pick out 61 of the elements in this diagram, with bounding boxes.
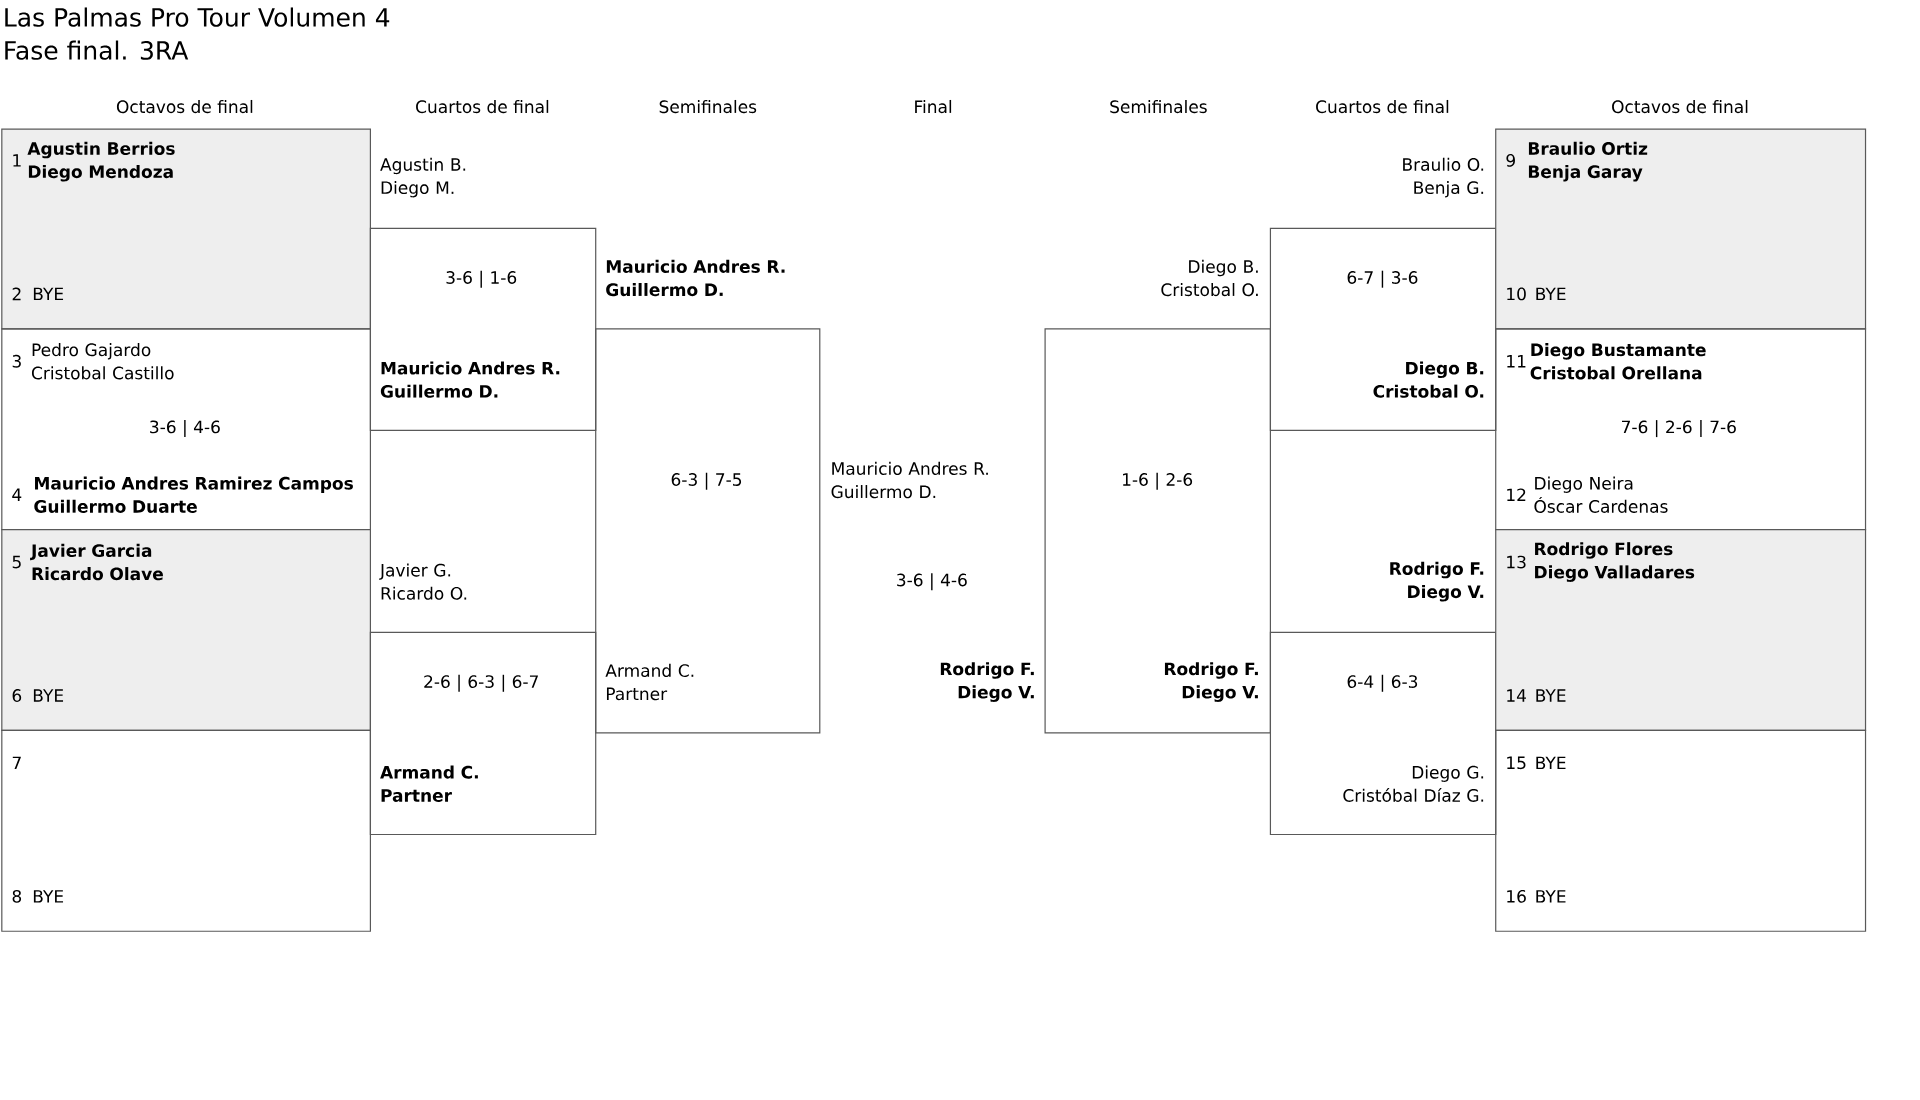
seed-number: 6 xyxy=(12,689,22,703)
seed-number: 1 xyxy=(13,154,21,167)
team-name: Diego Neira Óscar Cardenas xyxy=(1534,476,1668,514)
title: Las Palmas Pro Tour Volumen 4 xyxy=(5,7,390,27)
seed-number: 3 xyxy=(12,355,21,368)
team-name: Mauricio Andres R. Guillermo D. xyxy=(606,259,785,297)
team-name: Javier G. Ricardo O. xyxy=(379,563,467,601)
bye-entry: BYE xyxy=(33,890,64,903)
score: 2-6 | 6-3 | 6-7 xyxy=(424,674,538,692)
team-name: Diego B. Cristobal O. xyxy=(1161,259,1258,297)
round-heading: Octavos de final xyxy=(1612,100,1748,114)
seed-number: 5 xyxy=(12,555,21,569)
bye-entry: BYE xyxy=(33,689,64,702)
bye-entry: BYE xyxy=(33,287,64,301)
team-name: Diego G. Cristóbal Díaz G. xyxy=(1343,765,1484,803)
score: 3-6 | 4-6 xyxy=(150,420,220,438)
seed-number: 2 xyxy=(12,287,21,301)
score: 6-7 | 3-6 xyxy=(1347,270,1418,288)
team-name: Diego Bustamante Cristobal Orellana xyxy=(1530,343,1706,380)
team-name: Braulio Ortiz Benja Garay xyxy=(1528,141,1648,182)
team-name: Pedro Gajardo Cristobal Castillo xyxy=(31,343,174,380)
team-name: Armand C. Partner xyxy=(605,664,694,701)
seed-number: 9 xyxy=(1506,154,1515,168)
round-heading: Semifinales xyxy=(659,100,757,114)
score: 1-6 | 2-6 xyxy=(1123,472,1193,490)
bye-entry: BYE xyxy=(1536,287,1566,301)
seed-number: 15 xyxy=(1507,756,1526,770)
team-name: Rodrigo Flores Diego Valladares xyxy=(1535,542,1695,583)
seed-number: 14 xyxy=(1507,689,1526,702)
seed-number: 4 xyxy=(12,488,22,502)
seed-number: 8 xyxy=(12,890,22,903)
round-heading: Semifinales xyxy=(1110,100,1207,114)
team-name: Agustin B. Diego M. xyxy=(380,157,466,198)
score: 6-4 | 6-3 xyxy=(1347,674,1418,692)
team-name: Rodrigo F. Diego V. xyxy=(1164,662,1258,703)
seed-number: 7 xyxy=(12,756,21,770)
team-name: Rodrigo F. Diego V. xyxy=(1390,561,1484,602)
round-heading: Final xyxy=(915,100,952,114)
seed-number: 10 xyxy=(1507,287,1526,301)
subtitle: Fase final. 3RA xyxy=(5,40,189,61)
score: 3-6 | 4-6 xyxy=(897,573,967,591)
seed-number: 13 xyxy=(1507,555,1526,569)
team-name: Diego B. Cristobal O. xyxy=(1373,361,1484,398)
bye-entry: BYE xyxy=(1536,890,1566,903)
bye-entry: BYE xyxy=(1536,756,1566,770)
seed-number: 12 xyxy=(1507,488,1526,502)
score: 7-6 | 2-6 | 7-6 xyxy=(1622,420,1736,438)
round-heading: Cuartos de final xyxy=(416,100,549,114)
team-name: Braulio O. Benja G. xyxy=(1403,157,1484,198)
round-heading: Octavos de final xyxy=(116,100,253,114)
team-name: Mauricio Andres R. Guillermo D. xyxy=(380,361,560,398)
round-heading: Cuartos de final xyxy=(1316,100,1449,114)
seed-number: 16 xyxy=(1507,890,1526,903)
team-name: Armand C. Partner xyxy=(380,765,478,803)
team-name: Javier Garcia Ricardo Olave xyxy=(30,544,163,581)
seed-number: 11 xyxy=(1507,355,1526,368)
team-name: Agustin Berrios Diego Mendoza xyxy=(27,141,175,182)
score: 6-3 | 7-5 xyxy=(671,472,742,490)
score: 3-6 | 1-6 xyxy=(446,270,517,288)
bye-entry: BYE xyxy=(1536,689,1566,702)
team-name: Mauricio Andres Ramirez Campos Guillermo Duarte xyxy=(34,476,353,514)
